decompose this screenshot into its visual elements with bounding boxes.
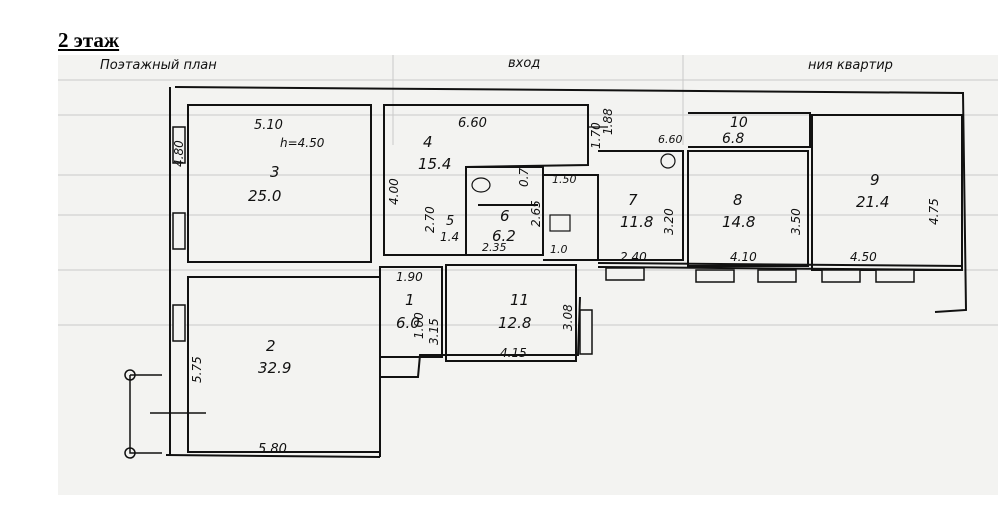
room-9-area: 21.4 [856, 193, 889, 211]
room-2-number: 2 [266, 337, 276, 355]
room-5-number: 5 [446, 214, 454, 229]
dim-170: 1.70 [589, 122, 603, 149]
room-7-number: 7 [628, 191, 638, 209]
room-11-width: 4.15 [500, 346, 527, 360]
room-3-height: h=4.50 [280, 136, 325, 150]
room-10-area: 6.8 [722, 131, 744, 147]
room-7-depth: 3.20 [662, 208, 676, 235]
header-text-right: ния квартир [808, 58, 893, 73]
header-text-mid: вход [508, 56, 540, 71]
room-5-area: 1.4 [440, 230, 459, 244]
room-8-number: 8 [733, 191, 743, 209]
room-3-number: 3 [270, 163, 280, 181]
floor-plan-drawing: Поэтажный план вход ния квартир [58, 55, 998, 459]
room-2-area: 32.9 [258, 359, 291, 377]
room-4-width: 6.60 [458, 116, 487, 131]
room-9-number: 9 [870, 171, 880, 189]
page-title: 2 этаж [58, 28, 120, 52]
entrance-steps [124, 369, 206, 459]
room-3-area: 25.0 [248, 187, 281, 205]
room-2-depth: 5.75 [190, 356, 204, 383]
room-11-number: 11 [510, 291, 529, 309]
room-11-depth: 3.08 [561, 304, 575, 331]
room-7-width: 2.40 [620, 250, 647, 264]
windows [172, 126, 915, 355]
floor-plan-scan: Поэтажный план вход ния квартир [58, 55, 998, 495]
fixtures [471, 126, 676, 232]
dim-150: 1.50 [552, 173, 577, 186]
room-2-width: 5.80 [258, 442, 287, 457]
room-6-width: 2.35 [482, 241, 507, 254]
room-10-width: 6.60 [658, 133, 683, 146]
room-9-width: 4.50 [850, 250, 877, 264]
dim-188: 1.88 [601, 108, 615, 135]
room-1-depth: 3.15 [427, 318, 441, 345]
room-4-area: 15.4 [418, 155, 451, 173]
room-4-depth: 4.00 [387, 178, 401, 205]
room-11-area: 12.8 [498, 314, 531, 332]
room-3-depth: 4.80 [172, 140, 186, 167]
room-5-width: 0.7 [517, 168, 531, 187]
room-4-number: 4 [423, 133, 433, 151]
room-6-area: 6.2 [492, 227, 516, 245]
room-8-depth: 3.50 [789, 208, 803, 235]
form-ruling [58, 55, 998, 326]
room-1-width: 1.90 [396, 270, 423, 284]
room-3-width: 5.10 [254, 118, 283, 133]
room-10-number: 10 [730, 115, 748, 131]
dim-100: 1.00 [412, 312, 426, 339]
room-7-area: 11.8 [620, 213, 653, 231]
room-9-depth: 4.75 [927, 198, 941, 225]
room-6-depth: 2.65 [529, 200, 543, 227]
room-1-number: 1 [405, 291, 415, 309]
room-8-area: 14.8 [722, 213, 755, 231]
walls [165, 86, 968, 458]
header-text-left: Поэтажный план [100, 58, 217, 73]
room-6-number: 6 [500, 207, 510, 225]
room-1-area: 6.0 [396, 314, 420, 332]
dim-10: 1.0 [550, 243, 568, 256]
room-8-width: 4.10 [730, 250, 757, 264]
room-5-depth: 2.70 [423, 206, 437, 233]
